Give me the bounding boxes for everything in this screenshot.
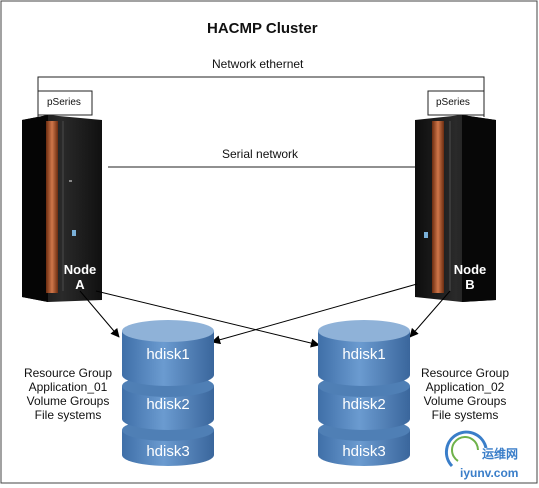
arrow-a-to-right-disks bbox=[95, 290, 320, 348]
watermark-logo-icon bbox=[444, 430, 488, 468]
server-node-a bbox=[22, 115, 102, 302]
disk-stack-left bbox=[122, 320, 214, 466]
node-a-label: Node A bbox=[60, 262, 100, 292]
rg-right-line: Resource Group bbox=[420, 366, 510, 380]
disk-left-2-label: hdisk2 bbox=[146, 396, 190, 413]
rg-right-line: File systems bbox=[431, 408, 499, 422]
server-node-b bbox=[415, 115, 496, 302]
node-a-line1: Node bbox=[63, 262, 97, 277]
pseries-box-right bbox=[427, 90, 485, 116]
disk-right-1-label: hdisk1 bbox=[342, 346, 386, 363]
disk-left-3-label: hdisk3 bbox=[146, 443, 190, 460]
network-ethernet-label: Network ethernet bbox=[212, 57, 304, 71]
watermark-cn-text: 运维网 bbox=[482, 447, 519, 461]
disk-right-2-label: hdisk2 bbox=[342, 396, 386, 413]
node-b-line2: B bbox=[465, 277, 475, 292]
node-a-line2: A bbox=[75, 277, 85, 292]
rg-right-line: Application_02 bbox=[425, 380, 505, 394]
diagram-title: HACMP Cluster bbox=[207, 20, 318, 37]
node-b-line1: Node bbox=[453, 262, 487, 277]
arrow-b-to-left-disks bbox=[211, 283, 418, 345]
disk-right-3-label: hdisk3 bbox=[342, 443, 386, 460]
rg-left-line: Resource Group bbox=[23, 366, 113, 380]
watermark-domain-text: iyunv.com bbox=[460, 466, 519, 480]
resource-group-right: Resource Group Application_02 Volume Gro… bbox=[412, 366, 518, 422]
pseries-label-right: pSeries bbox=[436, 97, 470, 108]
arrow-b-to-right-disks bbox=[409, 290, 451, 338]
node-b-label: Node B bbox=[450, 262, 490, 292]
rg-left-line: Volume Groups bbox=[26, 394, 110, 408]
disk-stack-right bbox=[318, 320, 410, 466]
disk-left-1-label: hdisk1 bbox=[146, 346, 190, 363]
rg-left-line: File systems bbox=[34, 408, 102, 422]
pseries-box-left bbox=[37, 90, 93, 116]
pseries-label-left: pSeries bbox=[47, 97, 81, 108]
serial-network-label: Serial network bbox=[222, 147, 299, 161]
arrow-a-to-left-disks bbox=[79, 290, 120, 338]
resource-group-left: Resource Group Application_01 Volume Gro… bbox=[14, 366, 122, 422]
rg-right-line: Volume Groups bbox=[423, 394, 507, 408]
rg-left-line: Application_01 bbox=[28, 380, 108, 394]
